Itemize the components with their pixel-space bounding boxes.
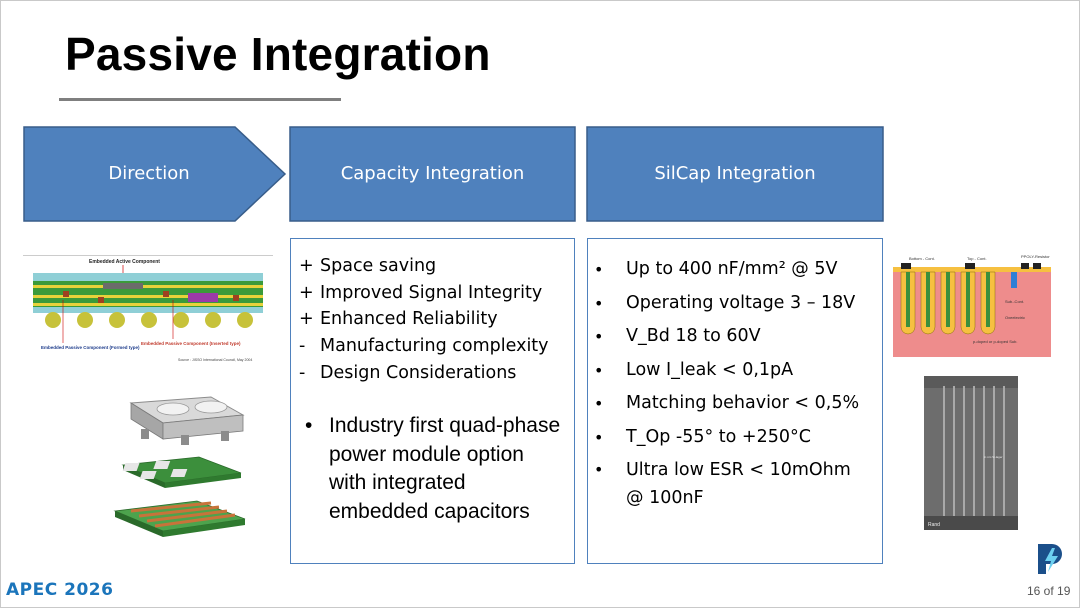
capacity-header-shape bbox=[289, 126, 576, 222]
silcap-header: SilCap Integration bbox=[654, 163, 816, 184]
bullet-icon: • bbox=[594, 360, 604, 380]
title-underline bbox=[59, 98, 341, 101]
brand-p-logo-icon bbox=[1038, 544, 1062, 574]
pcb-label-formed: Embedded Passive Component (Formed type) bbox=[41, 345, 140, 350]
capacity-highlight: • Industry first quad-phase power module… bbox=[305, 412, 565, 526]
list-item: •Low I_leak < 0,1pA bbox=[594, 354, 879, 388]
silcap-header-shape bbox=[586, 126, 884, 222]
list-item: -Design Considerations bbox=[299, 362, 517, 383]
silcap-box bbox=[587, 238, 883, 564]
silcap-label-top: Top - Cont. bbox=[967, 256, 987, 261]
bullet-icon: • bbox=[594, 293, 604, 313]
capacity-header: Capacity Integration bbox=[340, 163, 525, 184]
pcb-cross-section-image: Embedded Active Component Embedded Passi… bbox=[23, 255, 273, 367]
direction-header: Direction bbox=[108, 163, 190, 184]
list-item: •T_Op -55° to +250°C bbox=[594, 421, 879, 455]
pcb-label-inserted: Embedded Passive Component (Inserted typ… bbox=[141, 341, 241, 346]
sem-label-rand: Rand bbox=[928, 522, 940, 528]
page-title: Passive Integration bbox=[65, 28, 491, 80]
bullet-icon: • bbox=[594, 327, 604, 346]
capacity-points: +Space saving +Improved Signal Integrity… bbox=[299, 253, 549, 387]
silcap-label-sub: Sub.-Cont. bbox=[1005, 299, 1024, 304]
list-item: -Manufacturing complexity bbox=[299, 336, 549, 357]
list-item: +Enhanced Reliability bbox=[299, 309, 498, 330]
apec-logo: APEC 2026 bbox=[6, 580, 114, 600]
silcap-label-bottom: Bottom - Cont. bbox=[909, 256, 935, 261]
sem-micrograph-image: Rand in nm Si-lager bbox=[924, 376, 1018, 530]
sem-label-si: in nm Si-lager bbox=[984, 455, 1003, 459]
list-item: +Improved Signal Integrity bbox=[299, 282, 543, 303]
silcap-cross-section-image: Bottom - Cont. Top - Cont. PPOLY-Resisto… bbox=[893, 253, 1051, 357]
silcap-label-oxide: Oxeelectric bbox=[1005, 315, 1025, 320]
capacity-box bbox=[290, 238, 575, 564]
list-item: •Operating voltage 3 – 18V bbox=[594, 287, 879, 321]
power-module-exploded-image bbox=[113, 396, 246, 537]
bullet-icon: • bbox=[594, 260, 604, 279]
page-number: 16 of 19 bbox=[1027, 584, 1071, 598]
bullet-icon: • bbox=[594, 427, 604, 447]
bullet-icon: • bbox=[594, 460, 604, 479]
silcap-label-substrate: p-doped or p-doped Sub. bbox=[973, 339, 1017, 344]
bullet-icon: • bbox=[305, 414, 313, 437]
pcb-source-label: Source : JISSO International Council, Ma… bbox=[178, 358, 252, 362]
silcap-points: •Up to 400 nF/mm² @ 5V •Operating voltag… bbox=[594, 253, 879, 512]
list-item: •V_Bd 18 to 60V bbox=[594, 320, 879, 354]
pcb-label-active: Embedded Active Component bbox=[89, 259, 160, 265]
silcap-label-resistor: PPOLY-Resistor bbox=[1021, 254, 1050, 259]
list-item: +Space saving bbox=[299, 256, 437, 276]
bullet-icon: • bbox=[594, 394, 604, 413]
list-item: •Up to 400 nF/mm² @ 5V bbox=[594, 253, 879, 287]
list-item: •Matching behavior < 0,5% bbox=[594, 387, 879, 421]
list-item: •Ultra low ESR < 10mOhm @ 100nF bbox=[594, 454, 879, 512]
direction-arrow-shape bbox=[23, 126, 287, 222]
